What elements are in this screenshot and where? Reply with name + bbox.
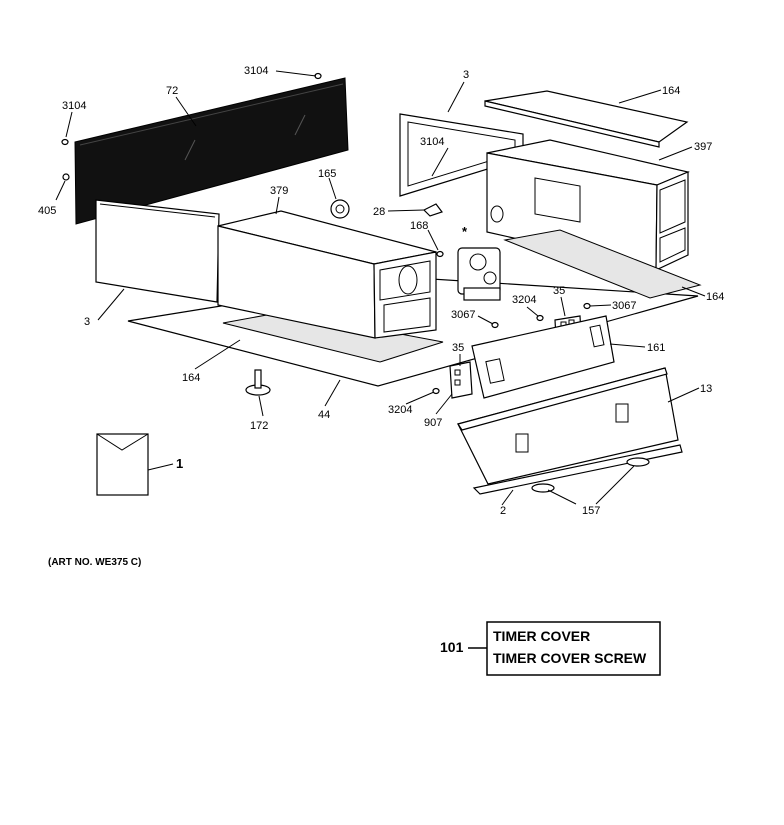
label-35-upper: 35 [553,285,565,297]
label-164-right: 164 [706,291,724,303]
label-164-top: 164 [662,85,680,97]
part-28-clip [422,203,443,217]
part-164-top-lid [484,90,689,148]
label-2: 2 [500,505,506,517]
part-72-back-panel [74,77,349,225]
label-165: 165 [318,168,336,180]
label-397: 397 [694,141,712,153]
leader-lines [55,70,706,506]
label-1: 1 [176,456,183,471]
label-star: * [462,224,468,239]
part-379-housing [217,210,437,339]
part-168-screw [436,250,444,258]
label-168: 168 [410,220,428,232]
legend-box [486,621,661,676]
label-3104-mid: 3104 [420,136,444,148]
screw-3204-upper [536,314,544,322]
label-405: 405 [38,205,56,217]
part-165-grommet [330,199,350,219]
timer-motor-assembly [457,247,501,301]
label-3104-left: 3104 [62,100,86,112]
label-164-bottom: 164 [182,372,200,384]
label-157: 157 [582,505,600,517]
part-13-control-panel [457,367,683,495]
part-157-knob-b [626,457,650,467]
label-3-left: 3 [84,316,90,328]
label-379: 379 [270,185,288,197]
part-164-lower-pad [222,311,444,363]
screw-3104-left [61,138,69,146]
label-35-lower: 35 [452,342,464,354]
screw-3204-lower [432,387,440,395]
label-44: 44 [318,409,330,421]
part-172-foot [245,369,271,396]
screw-405 [62,173,70,181]
legend-101: 101 TIMER COVER TIMER COVER SCREW [440,621,661,676]
art-number-note: (ART NO. WE375 C) [48,557,141,568]
legend-line-timer-cover-screw: TIMER COVER SCREW [493,650,647,666]
part-161-control-plate [471,315,615,399]
label-3204-lower: 3204 [388,404,412,416]
screw-3067-left [491,321,499,329]
label-172: 172 [250,420,268,432]
part-3-left-side-plate [95,199,220,303]
screw-3067-right [583,302,591,310]
part-1-manual-envelope [96,433,149,496]
part-164-right-pad [503,229,702,299]
callout-labels: 3104 3104 72 405 379 165 3 3104 164 397 … [38,65,724,517]
label-3104-top: 3104 [244,65,268,77]
legend-line-timer-cover: TIMER COVER [493,628,590,644]
label-13: 13 [700,383,712,395]
label-3204-upper: 3204 [512,294,536,306]
legend-number: 101 [440,639,464,655]
part-35-switch-lower [449,361,473,399]
label-3067-right: 3067 [612,300,636,312]
label-28: 28 [373,206,385,218]
label-3067-left: 3067 [451,309,475,321]
label-161: 161 [647,342,665,354]
label-72: 72 [166,85,178,97]
label-907: 907 [424,417,442,429]
label-3-top: 3 [463,69,469,81]
